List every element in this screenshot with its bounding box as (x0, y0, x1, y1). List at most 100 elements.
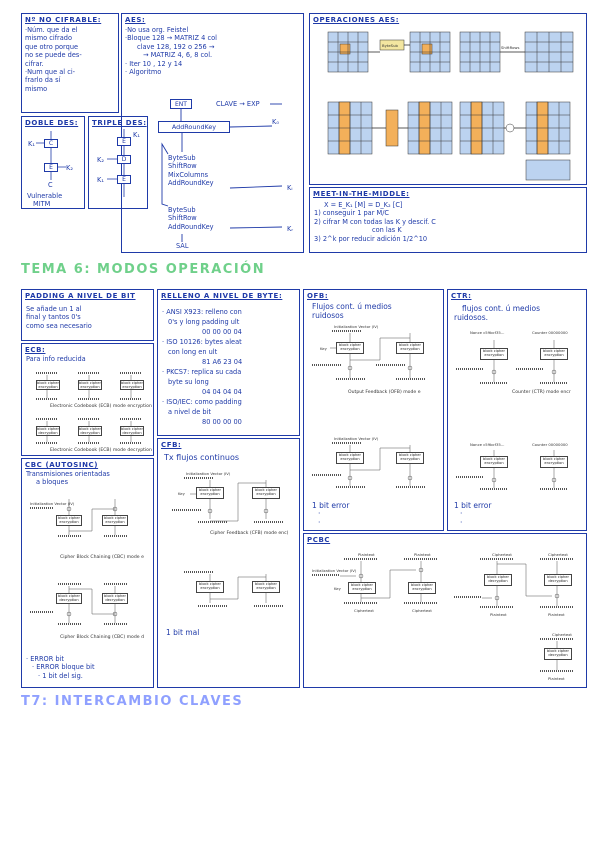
key-label: Key (178, 491, 185, 496)
text-line: 04 04 04 04 (202, 388, 242, 396)
text-line: como sea necesario (26, 321, 92, 330)
plaintext-bits (404, 558, 438, 561)
mitm-title: MEET-IN-THE-MIDDLE: (313, 190, 410, 198)
doble-des-title: DOBLE DES: (25, 119, 79, 127)
block-cipher-encryption: block cipher encryption (336, 452, 364, 464)
text-line: ruidosos (312, 311, 344, 320)
doble-des-out: C (48, 181, 53, 189)
round-step: AddRoundKey (168, 179, 214, 188)
cbc-text: Transmisiones orientadas a bloques (26, 470, 110, 487)
plaintext-label: Plaintext (548, 676, 565, 681)
block-cipher-encryption: block cipher encryption (252, 487, 280, 499)
aes-ent-box: ENT (170, 99, 192, 109)
pcbc-box: PCBC Plaintext Plaintext Initialization … (303, 533, 587, 688)
bullet: · 1 bit del sig. (38, 671, 83, 680)
ecb-caption-dec: Electronic Codebook (ECB) mode decryptio… (50, 448, 152, 453)
padding-bit-text: Se añade un 1 al final y tantos 0's como… (26, 305, 92, 330)
iv-label: Initialization Vector (IV) (186, 471, 231, 476)
ciphertext-bits (540, 558, 574, 561)
iv-bits (312, 574, 340, 577)
plaintext-label: Plaintext (414, 552, 431, 557)
ciphertext-bits (78, 398, 100, 401)
block-cipher-encryption: block cipher encryption (348, 582, 376, 594)
text-line: ruidosos. (454, 313, 489, 322)
bullet: 1 bit error (312, 501, 350, 510)
aes-final-steps: ByteSub ShiftRow AddRoundKey (168, 206, 214, 231)
ecb-title: ECB: (25, 346, 46, 354)
plaintext-bits (36, 442, 58, 445)
text-line: cifrar. (25, 59, 44, 68)
final-step: ByteSub (168, 206, 196, 214)
triple-des-k2: K₂ (97, 156, 104, 164)
counter-label: Counter 00000000 (532, 330, 568, 335)
text-line: 2) cifrar M con todas las K y descif. C (314, 217, 436, 226)
ciphertext-bits (36, 418, 58, 421)
aes-round-steps: ByteSub ShiftRow MixColumns AddRoundKey (168, 154, 214, 188)
cbc-arrows (66, 499, 118, 623)
ciphertext-bits (58, 583, 82, 586)
ciphertext-bits (540, 638, 574, 641)
ciphertext-bits (58, 535, 82, 538)
text-line: Flujos cont. ú medios (312, 302, 392, 311)
block-cipher-encryption: block cipher encryption (480, 348, 508, 360)
ciphertext-bits (104, 583, 128, 586)
block-cipher-encryption: block cipher encryption (36, 380, 60, 390)
cbc-caption-dec: Cipher Block Chaining (CBC) mode d (60, 635, 144, 640)
text-line: a bloques (36, 478, 69, 487)
triple-des-k3: K₁ (97, 176, 104, 184)
text-line: mismo cifrado (25, 34, 72, 43)
relleno-byte-text: · ANSI X923: relleno con 0's y long padd… (162, 307, 242, 427)
final-step: AddRoundKey (168, 222, 214, 231)
mitm-text: X = E_K₁ [M] = D_K₂ [C] 1) conseguir 1 p… (314, 201, 436, 243)
bullet: · ERROR bit (26, 655, 64, 663)
operaciones-aes-title: OPERACIONES AES: (313, 16, 400, 24)
relleno-byte-box: RELLENO A NIVEL DE BYTE: · ANSI X923: re… (157, 289, 300, 436)
block-cipher-encryption: block cipher encryption (336, 342, 364, 354)
triple-des-d: D (117, 155, 131, 164)
aes-sal-label: SAL (176, 242, 189, 250)
shiftrows-label: ShiftRows (501, 45, 520, 50)
iv-label: Initialization Vector (IV) (334, 324, 379, 329)
text-line: Se añade un 1 al (26, 305, 82, 313)
ctr-caption: Counter (CTR) mode encr (512, 390, 571, 395)
block-cipher-encryption: block cipher encryption (540, 456, 568, 468)
cfb-box: CFB: Tx flujos continuos Initialization … (157, 438, 300, 688)
block-cipher-encryption: block cipher encryption (480, 456, 508, 468)
key-label: Key (320, 346, 327, 351)
plaintext-bits (540, 488, 568, 491)
ciphertext-bits (396, 378, 426, 381)
text-line: flujos cont. ú medios (462, 304, 541, 313)
triple-des-arrows (107, 129, 125, 197)
text-line: · Algoritmo (125, 68, 162, 77)
plaintext-bits (172, 509, 202, 512)
block-cipher-encryption: block cipher encryption (196, 581, 224, 593)
block-cipher-decryption: block cipher decryption (36, 426, 60, 436)
text-line: Transmisiones orientadas (26, 470, 110, 478)
text-line: → MATRIZ 4, 6, 8 col. (143, 51, 213, 60)
ctr-bullets: 1 bit error · · (454, 501, 491, 527)
block-cipher-decryption: block cipher decryption (120, 426, 144, 436)
cfb-arrows (190, 480, 269, 603)
text-line: a nivel de bit (168, 408, 211, 416)
text-line: 81 A6 23 04 (202, 358, 243, 366)
aes-clave-label: CLAVE → EXP (216, 100, 260, 108)
no-cifrable-box: Nº NO CIFRABLE: ·Núm. que da el mismo ci… (21, 13, 119, 113)
plaintext-bits (78, 442, 100, 445)
ecb-box: ECB: Para info reducida block cipher enc… (21, 343, 154, 456)
iv-bits (332, 330, 362, 333)
plaintext-bits (104, 623, 128, 626)
doble-des-arrows (36, 131, 66, 180)
ctr-arrows (491, 340, 557, 488)
ciphertext-bits (480, 558, 514, 561)
plaintext-bits (120, 372, 142, 375)
round-step: MixColumns (168, 170, 209, 179)
ofb-caption: Output Feedback (OFB) mode e (348, 390, 421, 395)
tema6-title: TEMA 6: MODOS OPERACIÓN (21, 262, 266, 277)
plaintext-bits (456, 368, 484, 371)
text-line: X = E_K₁ [M] = D_K₂ [C] (324, 201, 403, 209)
iv-label: Initialization Vector (IV) (312, 568, 357, 573)
text-line: · ISO/IEC: como padding (162, 398, 242, 406)
ciphertext-label: Ciphertext (354, 608, 374, 613)
doble-des-e-box: E (44, 163, 58, 172)
plaintext-bits (480, 606, 514, 609)
